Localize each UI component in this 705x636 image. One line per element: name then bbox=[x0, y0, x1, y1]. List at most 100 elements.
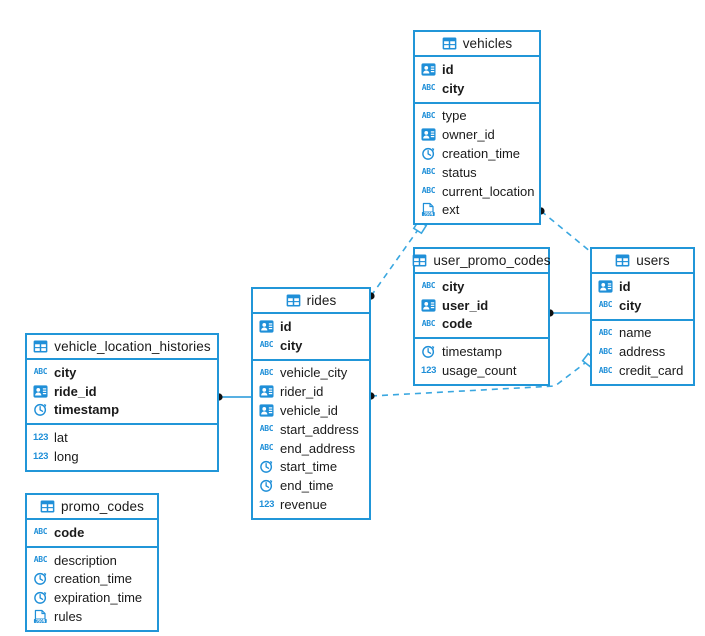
uuid-icon bbox=[598, 279, 613, 294]
column-row-long[interactable]: 123 long bbox=[27, 447, 217, 466]
column-row-id[interactable]: id bbox=[415, 60, 539, 79]
column-label: rider_id bbox=[280, 384, 324, 400]
123-icon: 123 bbox=[33, 431, 49, 443]
abc-icon: ABC bbox=[33, 555, 48, 565]
clock-icon bbox=[421, 344, 436, 359]
123-icon: 123 bbox=[33, 450, 49, 462]
column-label: city bbox=[442, 80, 465, 96]
column-label: credit_card bbox=[619, 363, 684, 379]
column-label: creation_time bbox=[442, 146, 521, 162]
column-row-id[interactable]: id bbox=[253, 317, 369, 336]
column-label: long bbox=[54, 449, 79, 465]
column-label: description bbox=[54, 552, 117, 568]
svg-text:JSON: JSON bbox=[35, 618, 45, 623]
column-row-creation_time[interactable]: creation_time bbox=[27, 570, 157, 589]
table-title-rides[interactable]: rides bbox=[253, 289, 369, 314]
column-label: vehicle_id bbox=[280, 403, 338, 419]
column-row-city[interactable]: ABC city bbox=[27, 363, 217, 382]
table-title-vehicle_location_histories[interactable]: vehicle_location_histories bbox=[27, 335, 217, 360]
column-label: creation_time bbox=[54, 571, 133, 587]
abc-icon: ABC bbox=[33, 367, 48, 377]
column-label: code bbox=[54, 524, 85, 540]
column-row-rules[interactable]: JSON rules bbox=[27, 607, 157, 626]
column-row-expiration_time[interactable]: expiration_time bbox=[27, 588, 157, 607]
column-label: code bbox=[442, 316, 473, 332]
uuid-icon bbox=[421, 62, 436, 77]
column-row-code[interactable]: ABC code bbox=[415, 315, 548, 334]
column-label: id bbox=[442, 61, 454, 77]
abc-icon: ABC bbox=[421, 318, 436, 328]
json-icon: JSON bbox=[33, 609, 48, 624]
table-title-users[interactable]: users bbox=[592, 249, 693, 274]
table-name: vehicle_location_histories bbox=[54, 339, 211, 354]
column-label: type bbox=[442, 108, 467, 124]
edge-user-promo-codes-users[interactable] bbox=[546, 309, 592, 317]
column-row-creation_time[interactable]: creation_time bbox=[415, 144, 539, 163]
123-icon: 123 bbox=[259, 498, 275, 510]
column-row-end_time[interactable]: end_time bbox=[253, 476, 369, 495]
table-icon bbox=[286, 294, 301, 307]
column-label: city bbox=[54, 364, 77, 380]
edge-vehicle-location-histories-rides[interactable] bbox=[215, 393, 253, 401]
table-icon bbox=[40, 500, 55, 513]
column-row-start_time[interactable]: start_time bbox=[253, 458, 369, 477]
column-label: name bbox=[619, 325, 652, 341]
column-label: start_address bbox=[280, 421, 359, 437]
uuid-icon bbox=[259, 403, 274, 418]
table-icon bbox=[412, 254, 427, 267]
123-icon: 123 bbox=[421, 364, 437, 376]
column-label: current_location bbox=[442, 183, 535, 199]
column-row-timestamp[interactable]: timestamp bbox=[27, 401, 217, 420]
uuid-icon bbox=[33, 384, 48, 399]
column-row-timestamp[interactable]: timestamp bbox=[415, 342, 548, 361]
column-row-rider_id[interactable]: rider_id bbox=[253, 382, 369, 401]
table-name: promo_codes bbox=[61, 499, 144, 514]
column-row-id[interactable]: id bbox=[592, 277, 693, 296]
table-title-vehicles[interactable]: vehicles bbox=[415, 32, 539, 57]
column-row-vehicle_id[interactable]: vehicle_id bbox=[253, 401, 369, 420]
column-row-ride_id[interactable]: ride_id bbox=[27, 382, 217, 401]
table-title-promo_codes[interactable]: promo_codes bbox=[27, 495, 157, 520]
column-label: end_address bbox=[280, 440, 356, 456]
uuid-icon bbox=[421, 127, 436, 142]
column-row-user_id[interactable]: user_id bbox=[415, 296, 548, 315]
json-icon: JSON bbox=[421, 202, 436, 217]
column-row-description[interactable]: ABC description bbox=[27, 551, 157, 570]
column-row-owner_id[interactable]: owner_id bbox=[415, 125, 539, 144]
column-label: rules bbox=[54, 609, 83, 625]
abc-icon: ABC bbox=[598, 346, 613, 356]
table-icon bbox=[615, 254, 630, 267]
table-title-user_promo_codes[interactable]: user_promo_codes bbox=[412, 249, 550, 274]
